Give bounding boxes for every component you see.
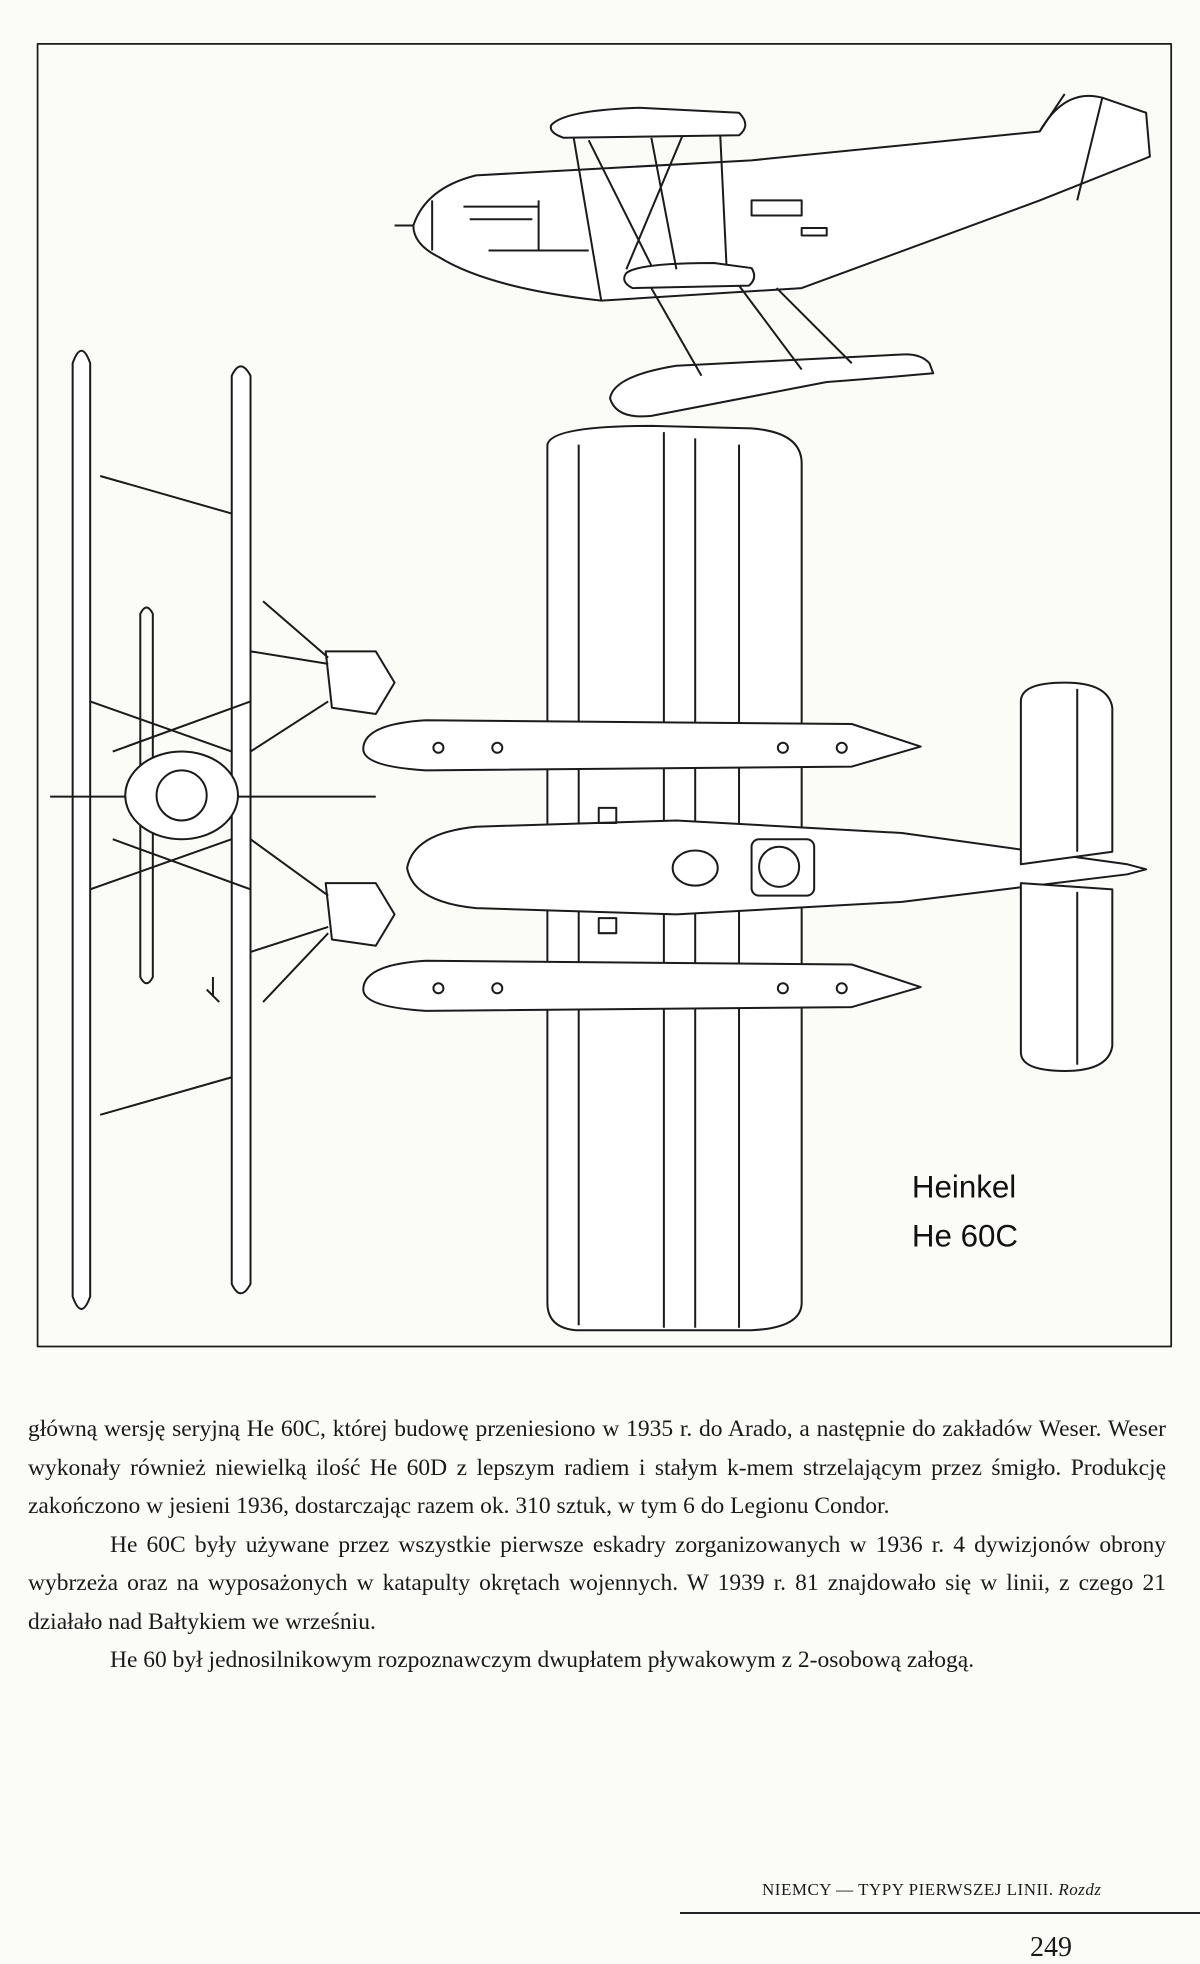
running-head: NIEMCY — TYPY PIERWSZEJ LINII. [762,1880,1054,1899]
figure-frame [36,42,1173,1348]
running-footer: NIEMCY — TYPY PIERWSZEJ LINII. Rozdz [762,1880,1101,1900]
figure-label-line2: He 60C [912,1218,1018,1253]
body-text: główną wersję seryjną He 60C, której bud… [28,1410,1166,1680]
paragraph: główną wersję seryjną He 60C, której bud… [28,1416,1166,1519]
front-view [50,349,396,1310]
side-view [394,93,1151,418]
figure-label-line1: Heinkel [912,1169,1016,1204]
running-head-chapter: Rozdz [1058,1880,1102,1899]
top-view [362,424,1148,1332]
footer-rule [680,1912,1200,1914]
aircraft-three-view-drawing: Heinkel He 60C [36,42,1173,1348]
paragraph: He 60 był jednosilnikowym rozpoznawczym … [110,1647,975,1673]
paragraph: He 60C były używane przez wszystkie pier… [28,1531,1166,1635]
page-number: 249 [1030,1932,1072,1963]
